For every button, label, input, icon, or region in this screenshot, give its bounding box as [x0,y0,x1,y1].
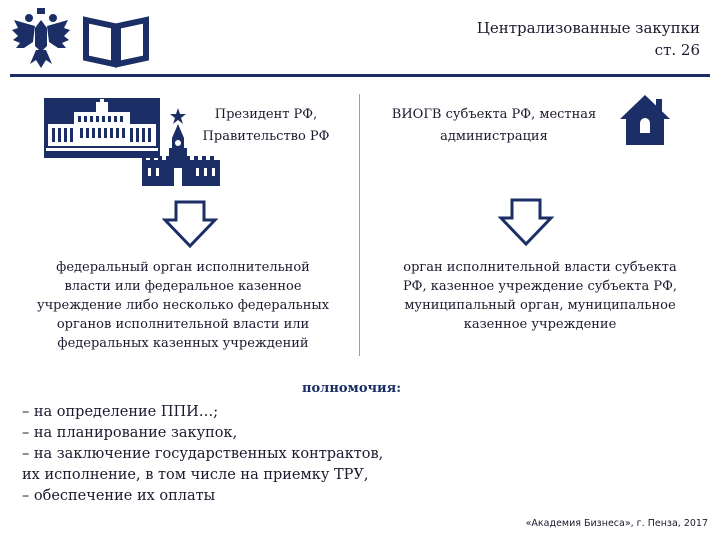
header-divider [10,74,710,77]
right-line: орган исполнительной власти субъекта [403,260,677,275]
down-arrow-icon [161,200,219,249]
powers-item: – на планирование закупок, [22,425,238,441]
right-line: муниципальный орган, муниципальное [404,298,676,313]
house-icon [618,93,672,147]
left-heading: Президент РФ, Правительство РФ [192,104,340,148]
left-heading-line-1: Президент РФ, [214,107,318,122]
open-book-icon [80,12,152,68]
title-line-1: Централизованные закупки [476,19,700,37]
double-headed-eagle-icon [10,6,72,70]
powers-item: их исполнение, в том числе на приемку ТР… [22,467,369,483]
government-building-icon [44,98,160,158]
powers-list: – на определение ППИ…; – на планирование… [22,402,542,507]
left-line: власти или федеральное казенное [64,279,302,294]
right-heading-line-1: ВИОГВ субъекта РФ, местная [391,107,597,122]
left-line: учреждение либо несколько федеральных [36,298,330,313]
down-arrow-icon [497,198,555,247]
powers-item: – обеспечение их оплаты [22,488,216,504]
left-line: федеральный орган исполнительной [56,260,310,275]
right-heading-line-2: администрация [440,129,548,144]
page-title: Централизованные закупки ст. 26 [477,17,700,61]
powers-item: – на заключение государственных контракт… [22,446,384,462]
title-line-2: ст. 26 [654,41,700,59]
left-line: органов исполнительной власти или [56,317,310,332]
right-line: казенное учреждение [463,317,617,332]
left-line: федеральных казенных учреждений [57,336,309,351]
column-divider [359,94,360,356]
powers-item: – на определение ППИ…; [22,404,219,420]
powers-label: полномочия: [302,381,402,396]
kremlin-tower-icon [138,108,222,186]
left-description: федеральный орган исполнительной власти … [18,258,348,353]
footer-credit: «Академия Бизнеса», г. Пенза, 2017 [525,518,708,529]
right-description: орган исполнительной власти субъекта РФ,… [376,258,704,334]
left-heading-line-2: Правительство РФ [202,129,330,144]
right-line: РФ, казенное учреждение субъекта РФ, [402,279,678,294]
right-heading: ВИОГВ субъекта РФ, местная администрация [378,104,610,148]
